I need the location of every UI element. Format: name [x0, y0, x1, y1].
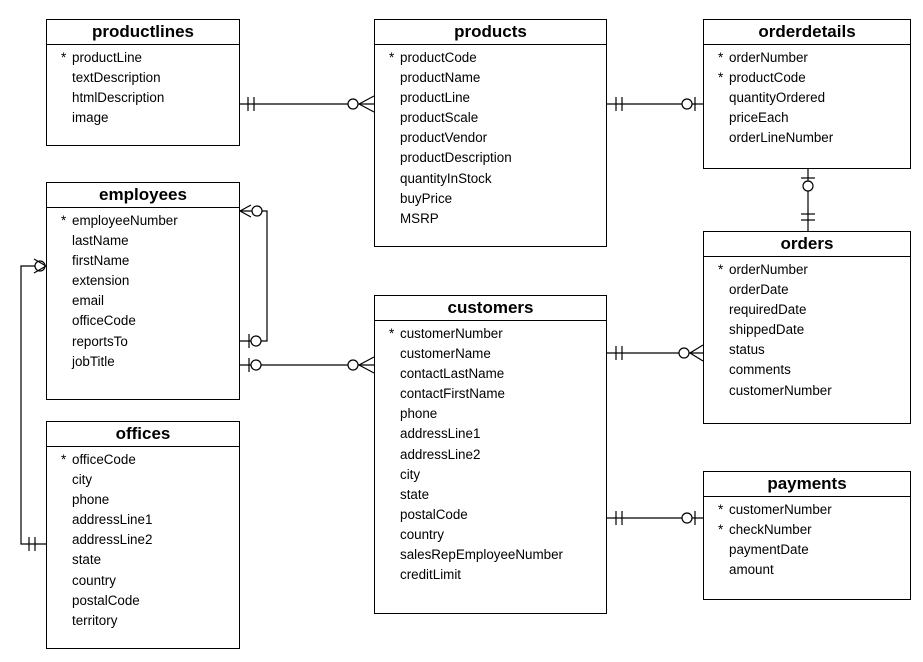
- entity-orderdetails: orderdetails orderNumberproductCode quanti…: [703, 19, 911, 169]
- entity-field: addressLine2: [400, 446, 481, 462]
- entity-field: state: [72, 552, 102, 568]
- rel-productlines-products: [238, 95, 375, 113]
- entity-field: customerName: [400, 346, 491, 362]
- entity-field: paymentDate: [729, 542, 809, 558]
- entity-field: postalCode: [72, 592, 140, 608]
- entity-field: extension: [72, 273, 130, 289]
- entity-field: quantityInStock: [400, 170, 492, 186]
- entity-field: phone: [72, 492, 110, 508]
- entity-field: postalCode: [400, 506, 468, 522]
- entity-field: firstName: [72, 253, 130, 269]
- entity-field: email: [72, 293, 104, 309]
- entity-field: status: [729, 342, 765, 358]
- entity-field: image: [72, 110, 109, 126]
- entity-field: productVendor: [400, 130, 488, 146]
- rel-offices-employees: [20, 258, 47, 551]
- rel-employees-customers: [240, 356, 375, 374]
- entity-field-list: employeeNumber lastName firstName extension…: [47, 208, 239, 372]
- entity-field: contactLastName: [400, 366, 505, 382]
- entity-field: MSRP: [400, 210, 439, 226]
- entity-field: addressLine1: [400, 426, 481, 442]
- entity-title: customers: [375, 296, 606, 321]
- entity-field-list: productLine textDescription htmlDescriptio…: [47, 45, 239, 128]
- entity-field: lastName: [72, 233, 129, 249]
- primary-key-field: orderNumber: [704, 48, 910, 68]
- entity-field: orderDate: [729, 282, 789, 298]
- entity-field: productName: [400, 70, 481, 86]
- rel-employees-self: [239, 204, 268, 348]
- primary-key-field: customerNumber: [375, 324, 606, 344]
- entity-field: creditLimit: [400, 567, 462, 583]
- entity-field: country: [72, 572, 116, 588]
- entity-field: quantityOrdered: [729, 90, 826, 106]
- entity-products: products productCode productName productLin…: [374, 19, 607, 247]
- entity-field: priceEach: [729, 110, 789, 126]
- entity-field: customerNumber: [729, 382, 832, 398]
- entity-title: orders: [704, 232, 910, 257]
- entity-field: contactFirstName: [400, 386, 505, 402]
- entity-field: requiredDate: [729, 302, 807, 318]
- primary-key-field: orderNumber: [704, 260, 910, 280]
- entity-field: textDescription: [72, 70, 161, 86]
- rel-customers-payments: [607, 511, 703, 525]
- entity-field: addressLine2: [72, 532, 153, 548]
- primary-key-field: productCode: [375, 48, 606, 68]
- entity-field: territory: [72, 612, 118, 628]
- entity-field: addressLine1: [72, 512, 153, 528]
- entity-field-list: customerNumber customerName contactLastNam…: [375, 321, 606, 585]
- entity-offices: offices officeCode city phone addressLine1 ad…: [46, 421, 240, 649]
- entity-field: shippedDate: [729, 322, 805, 338]
- primary-key-field: customerNumber: [704, 500, 910, 520]
- entity-payments: payments customerNumbercheckNumber payment…: [703, 471, 911, 600]
- entity-title: orderdetails: [704, 20, 910, 45]
- entity-employees: employees employeeNumber lastName firstName…: [46, 182, 240, 400]
- entity-field: productDescription: [400, 150, 512, 166]
- rel-customers-orders: [607, 344, 704, 362]
- rel-orderdetails-orders: [801, 169, 815, 231]
- entity-field: htmlDescription: [72, 90, 165, 106]
- entity-field: phone: [400, 406, 438, 422]
- entity-title: offices: [47, 422, 239, 447]
- entity-field-list: productCode productName productLine product…: [375, 45, 606, 229]
- entity-field: officeCode: [72, 313, 136, 329]
- entity-title: employees: [47, 183, 239, 208]
- entity-field: productScale: [400, 110, 479, 126]
- primary-key-field: productCode: [704, 68, 910, 88]
- primary-key-field: officeCode: [47, 450, 239, 470]
- entity-orders: orders orderNumber orderDate requiredDate sh…: [703, 231, 911, 424]
- entity-field-list: customerNumbercheckNumber paymentDate amou…: [704, 497, 910, 580]
- entity-field-list: orderNumberproductCode quantityOrdered pri…: [704, 45, 910, 148]
- entity-field: productLine: [400, 90, 470, 106]
- entity-customers: customers customerNumber customerName conta…: [374, 295, 607, 614]
- entity-field: jobTitle: [72, 353, 115, 369]
- entity-title: productlines: [47, 20, 239, 45]
- entity-field-list: officeCode city phone addressLine1 addressLi…: [47, 447, 239, 631]
- entity-field: amount: [729, 562, 774, 578]
- primary-key-field: productLine: [47, 48, 239, 68]
- entity-field: city: [400, 466, 421, 482]
- entity-field-list: orderNumber orderDate requiredDate shippedD…: [704, 257, 910, 401]
- primary-key-field: employeeNumber: [47, 211, 239, 231]
- rel-products-orderdetails: [607, 97, 703, 111]
- entity-field: state: [400, 486, 430, 502]
- entity-title: products: [375, 20, 606, 45]
- primary-key-field: checkNumber: [704, 520, 910, 540]
- entity-productlines: productlines productLine textDescription ht…: [46, 19, 240, 146]
- entity-field: comments: [729, 362, 791, 378]
- entity-field: reportsTo: [72, 333, 128, 349]
- entity-field: salesRepEmployeeNumber: [400, 547, 563, 563]
- entity-field: buyPrice: [400, 190, 453, 206]
- entity-field: orderLineNumber: [729, 130, 834, 146]
- entity-field: city: [72, 472, 93, 488]
- entity-title: payments: [704, 472, 910, 497]
- entity-field: country: [400, 526, 444, 542]
